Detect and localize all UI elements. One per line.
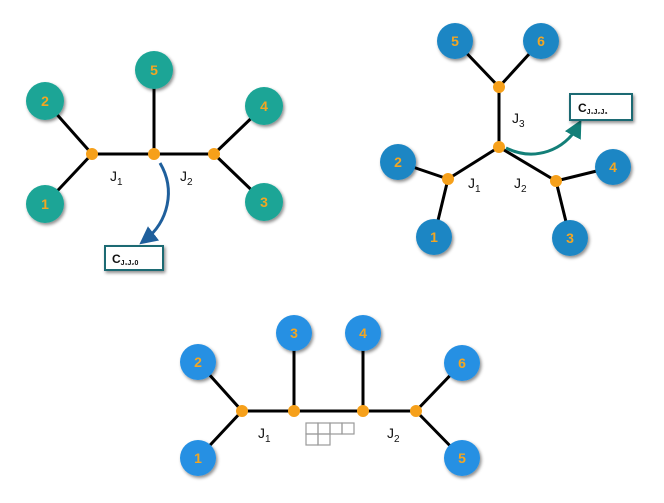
left-leaf-3: 3 bbox=[245, 183, 283, 221]
junction-dot bbox=[442, 173, 454, 185]
left-leaf-1: 1 bbox=[26, 185, 64, 223]
junction-label-j2: J2 bbox=[387, 425, 400, 445]
bottom-leaf-4: 4 bbox=[345, 315, 381, 351]
arrow-to-box bbox=[505, 119, 582, 156]
leaf-label: 3 bbox=[290, 325, 298, 341]
junction-label-j1: J1 bbox=[110, 168, 123, 188]
coefficient-label: CJ₁J₂0 bbox=[112, 252, 138, 267]
leaf-label: 1 bbox=[430, 229, 438, 245]
coefficient-label: CJ₁J₂J₃ bbox=[578, 101, 608, 116]
diagram-left: 2 1 5 4 3 J1 J2 bbox=[26, 51, 283, 271]
right-leaf-5: 5 bbox=[437, 23, 473, 59]
left-leaf-5: 5 bbox=[135, 51, 173, 89]
junction-dot bbox=[148, 148, 160, 160]
leaf-label: 5 bbox=[150, 62, 158, 78]
leaf-label: 6 bbox=[537, 33, 545, 49]
bottom-leaf-3: 3 bbox=[276, 315, 312, 351]
leaf-label: 3 bbox=[260, 194, 268, 210]
coefficient-box: CJ₁J₂0 bbox=[104, 245, 164, 271]
right-edges bbox=[396, 39, 615, 240]
right-leaf-4: 4 bbox=[595, 149, 631, 185]
leaf-label: 6 bbox=[458, 355, 466, 371]
left-edges bbox=[43, 68, 266, 206]
junction-label-j1: J1 bbox=[258, 425, 271, 445]
junction-dot bbox=[410, 405, 422, 417]
bottom-leaf-1: 1 bbox=[180, 440, 216, 476]
right-leaf-1: 1 bbox=[416, 219, 452, 255]
right-leaf-6: 6 bbox=[523, 23, 559, 59]
junction-dot bbox=[550, 175, 562, 187]
left-leaf-2: 2 bbox=[26, 82, 64, 120]
leaf-label: 5 bbox=[458, 450, 466, 466]
left-leaf-4: 4 bbox=[245, 87, 283, 125]
right-leaf-3: 3 bbox=[552, 220, 588, 256]
junction-dot bbox=[208, 148, 220, 160]
junction-dot bbox=[288, 405, 300, 417]
leaf-label: 2 bbox=[194, 354, 202, 370]
junction-dot bbox=[357, 405, 369, 417]
junction-dot bbox=[236, 405, 248, 417]
leaf-label: 1 bbox=[194, 450, 202, 466]
arrow-to-box bbox=[139, 162, 170, 245]
leaf-label: 1 bbox=[41, 196, 49, 212]
leaf-label: 5 bbox=[451, 33, 459, 49]
junction-label-j2: J2 bbox=[180, 168, 193, 188]
bottom-leaf-2: 2 bbox=[180, 344, 216, 380]
right-leaf-2: 2 bbox=[380, 144, 416, 180]
leaf-label: 4 bbox=[359, 325, 367, 341]
junction-label-j2: J2 bbox=[514, 175, 527, 195]
junction-label-j3: J3 bbox=[512, 110, 525, 130]
leaf-label: 2 bbox=[394, 154, 402, 170]
junction-dot bbox=[86, 148, 98, 160]
coefficient-box: CJ₁J₂J₃ bbox=[569, 93, 633, 121]
diagram-bottom: 2 1 3 4 6 5 J1 J2 bbox=[180, 315, 480, 476]
junction-dot bbox=[493, 141, 505, 153]
diagram-right: 5 6 2 1 4 3 J3 J1 bbox=[380, 23, 633, 256]
young-diagram-grid bbox=[305, 422, 355, 446]
leaf-label: 4 bbox=[609, 159, 617, 175]
leaf-label: 2 bbox=[41, 93, 49, 109]
bottom-leaf-6: 6 bbox=[444, 345, 480, 381]
leaf-label: 3 bbox=[566, 230, 574, 246]
leaf-label: 4 bbox=[260, 98, 268, 114]
junction-dot bbox=[493, 81, 505, 93]
junction-label-j1: J1 bbox=[468, 175, 481, 195]
bottom-leaf-5: 5 bbox=[444, 440, 480, 476]
